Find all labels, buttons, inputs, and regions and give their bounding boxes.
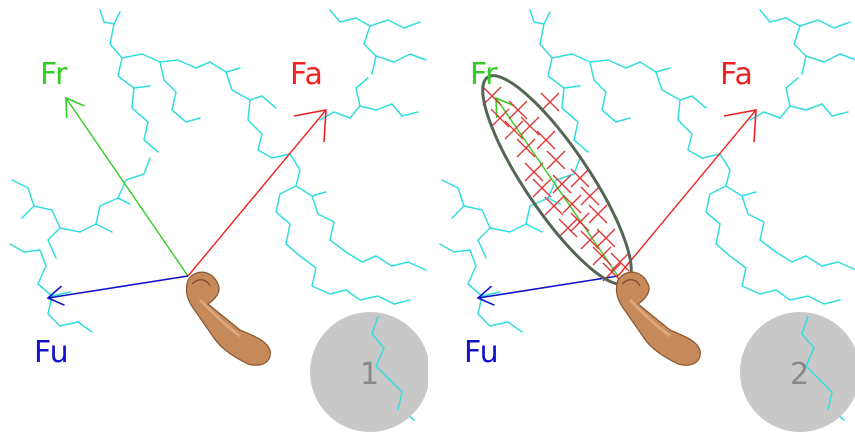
step-badge [740, 312, 855, 432]
vessel-network [439, 9, 855, 421]
fa-vector [187, 109, 327, 277]
fr-label: Fr [470, 57, 498, 92]
step-badge [310, 312, 428, 432]
fu-label: Fu [34, 335, 69, 370]
badge-vessels [801, 315, 833, 411]
fa-vector [617, 109, 757, 277]
step-number: 2 [790, 357, 809, 392]
step-number: 1 [360, 357, 379, 392]
forearm-hand-icon [185, 271, 271, 366]
panel-divider [428, 0, 430, 432]
fr-label: Fr [40, 57, 68, 92]
fr-vector [65, 97, 189, 277]
fu-label: Fu [464, 335, 499, 370]
badge-vessels [371, 315, 403, 411]
fu-vector [477, 275, 619, 299]
fa-label: Fa [290, 57, 323, 92]
fa-label: Fa [720, 57, 753, 92]
fu-vector [47, 275, 189, 299]
sampling-markers [482, 86, 630, 282]
forearm-hand-icon [615, 271, 701, 366]
